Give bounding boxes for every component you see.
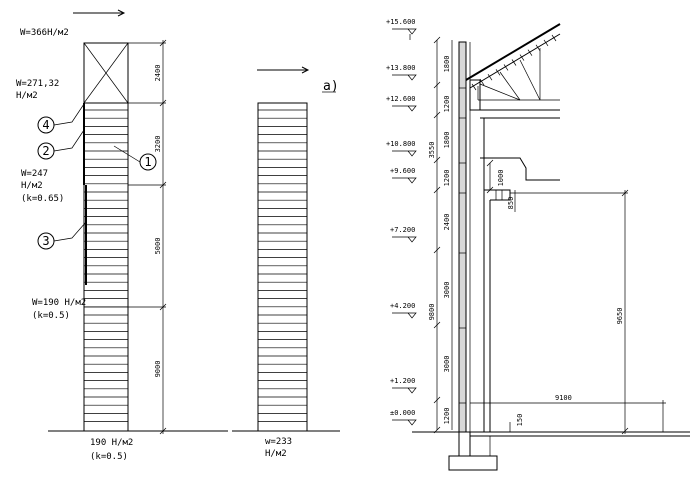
svg-text:+13.800: +13.800: [386, 64, 416, 72]
label-w-190-line1: W=190 Н/м2: [32, 298, 86, 308]
svg-text:±0.000: ±0.000: [390, 409, 415, 417]
dim-2400: 2400: [154, 65, 162, 82]
svg-text:+15.600: +15.600: [386, 18, 416, 26]
tower-hatching: [258, 109, 307, 422]
label-w-271-line1: W=271,32: [16, 79, 59, 89]
svg-text:+4.200: +4.200: [390, 302, 415, 310]
tower-body: [83, 102, 129, 432]
dim-1000: 1000: [497, 170, 505, 187]
dim-1200: 1200: [443, 96, 451, 113]
level-marks: +15.600 +13.800 +12.600 +10.800 +9.600: [386, 18, 417, 426]
level-mark: +12.600: [386, 95, 417, 112]
wind-load-diagram-left: 2400 3200 5000 9000 W=366Н/м2 W=271,32 Н…: [16, 9, 228, 462]
wind-arrow-icon: [73, 9, 126, 17]
label-w-247-line2: Н/м2: [21, 181, 43, 191]
dim-9000: 9000: [154, 361, 162, 378]
tower-hatching: [84, 109, 128, 422]
roof-hatch-line: [503, 64, 509, 71]
callout-2: 2: [37, 129, 85, 160]
level-mark: +7.200: [390, 226, 417, 243]
dim-1800: 1800: [443, 56, 451, 73]
dim-3200: 3200: [154, 136, 162, 153]
roof-hatch-line: [511, 59, 517, 66]
foundation: [448, 432, 498, 471]
svg-text:+12.600: +12.600: [386, 95, 416, 103]
roof-hatch-line: [527, 49, 533, 56]
roof-hatch-line: [551, 34, 557, 42]
svg-text:+9.600: +9.600: [390, 167, 415, 175]
roof-hatch-line: [495, 69, 501, 76]
dim-1800: 1800: [443, 132, 451, 149]
crane-bracket: 1000 850: [480, 157, 560, 212]
roof-hatch-line: [471, 83, 477, 91]
dim-150: 150: [516, 414, 524, 427]
level-mark: +9.600: [390, 167, 417, 184]
level-mark: +10.800: [386, 140, 417, 157]
roof-hatch-line: [543, 39, 549, 47]
label-bottom-190-line1: 190 Н/м2: [90, 438, 133, 448]
label-w-247-line1: W=247: [21, 169, 48, 179]
dim-5000: 5000: [154, 238, 162, 255]
svg-text:4: 4: [42, 118, 49, 132]
label-w-233-line1: w=233: [265, 437, 292, 447]
level-mark: +15.600: [386, 18, 417, 40]
dim-3000: 3000: [443, 356, 451, 373]
level-mark: +4.200: [390, 302, 417, 319]
dim-3550: 3550: [428, 142, 436, 159]
outer-wall: [458, 41, 467, 433]
cross-brace: [83, 42, 129, 104]
wind-load-diagram-middle: w=233 Н/м2: [232, 66, 340, 459]
roof-hatch-line: [535, 44, 541, 51]
level-mark: ±0.000: [390, 409, 417, 426]
dim-3000: 3000: [443, 282, 451, 299]
roof-truss: [465, 23, 561, 101]
svg-text:2: 2: [42, 144, 49, 158]
label-w-271-line2: Н/м2: [16, 91, 38, 101]
building-section: +15.600 +13.800 +12.600 +10.800 +9.600: [386, 18, 690, 471]
callout-4: 4: [37, 103, 85, 134]
dim-1200: 1200: [443, 408, 451, 425]
roof-hatch-line: [519, 54, 525, 61]
section-label: а): [323, 79, 339, 94]
label-w-366: W=366Н/м2: [20, 28, 69, 38]
dim-9100: 9100: [555, 394, 572, 402]
callout-1: 1: [113, 145, 157, 171]
label-w-233-line2: Н/м2: [265, 449, 287, 459]
roof-hatching: [471, 34, 557, 91]
dim-9650: 9650: [616, 308, 624, 325]
roof-hatch-line: [487, 74, 493, 81]
dim-2400: 2400: [443, 214, 451, 231]
label-bottom-190-line2: (k=0.5): [90, 452, 128, 462]
tower-body-middle: [257, 102, 308, 432]
dim-1200: 1200: [443, 170, 451, 187]
level-mark: +13.800: [386, 64, 417, 81]
svg-text:1: 1: [144, 155, 151, 169]
svg-text:+7.200: +7.200: [390, 226, 415, 234]
dim-850: 850: [507, 197, 515, 210]
callout-3: 3: [37, 221, 87, 250]
svg-text:+1.200: +1.200: [390, 377, 415, 385]
wind-arrow-icon: [257, 66, 310, 74]
label-w-190-line2: (k=0.5): [32, 311, 70, 321]
dim-9800: 9800: [428, 304, 436, 321]
svg-text:3: 3: [42, 234, 49, 248]
roof-hatch-line: [479, 78, 485, 86]
label-w-247-line3: (k=0.65): [21, 194, 64, 204]
svg-text:+10.800: +10.800: [386, 140, 416, 148]
level-mark: +1.200: [390, 377, 417, 394]
